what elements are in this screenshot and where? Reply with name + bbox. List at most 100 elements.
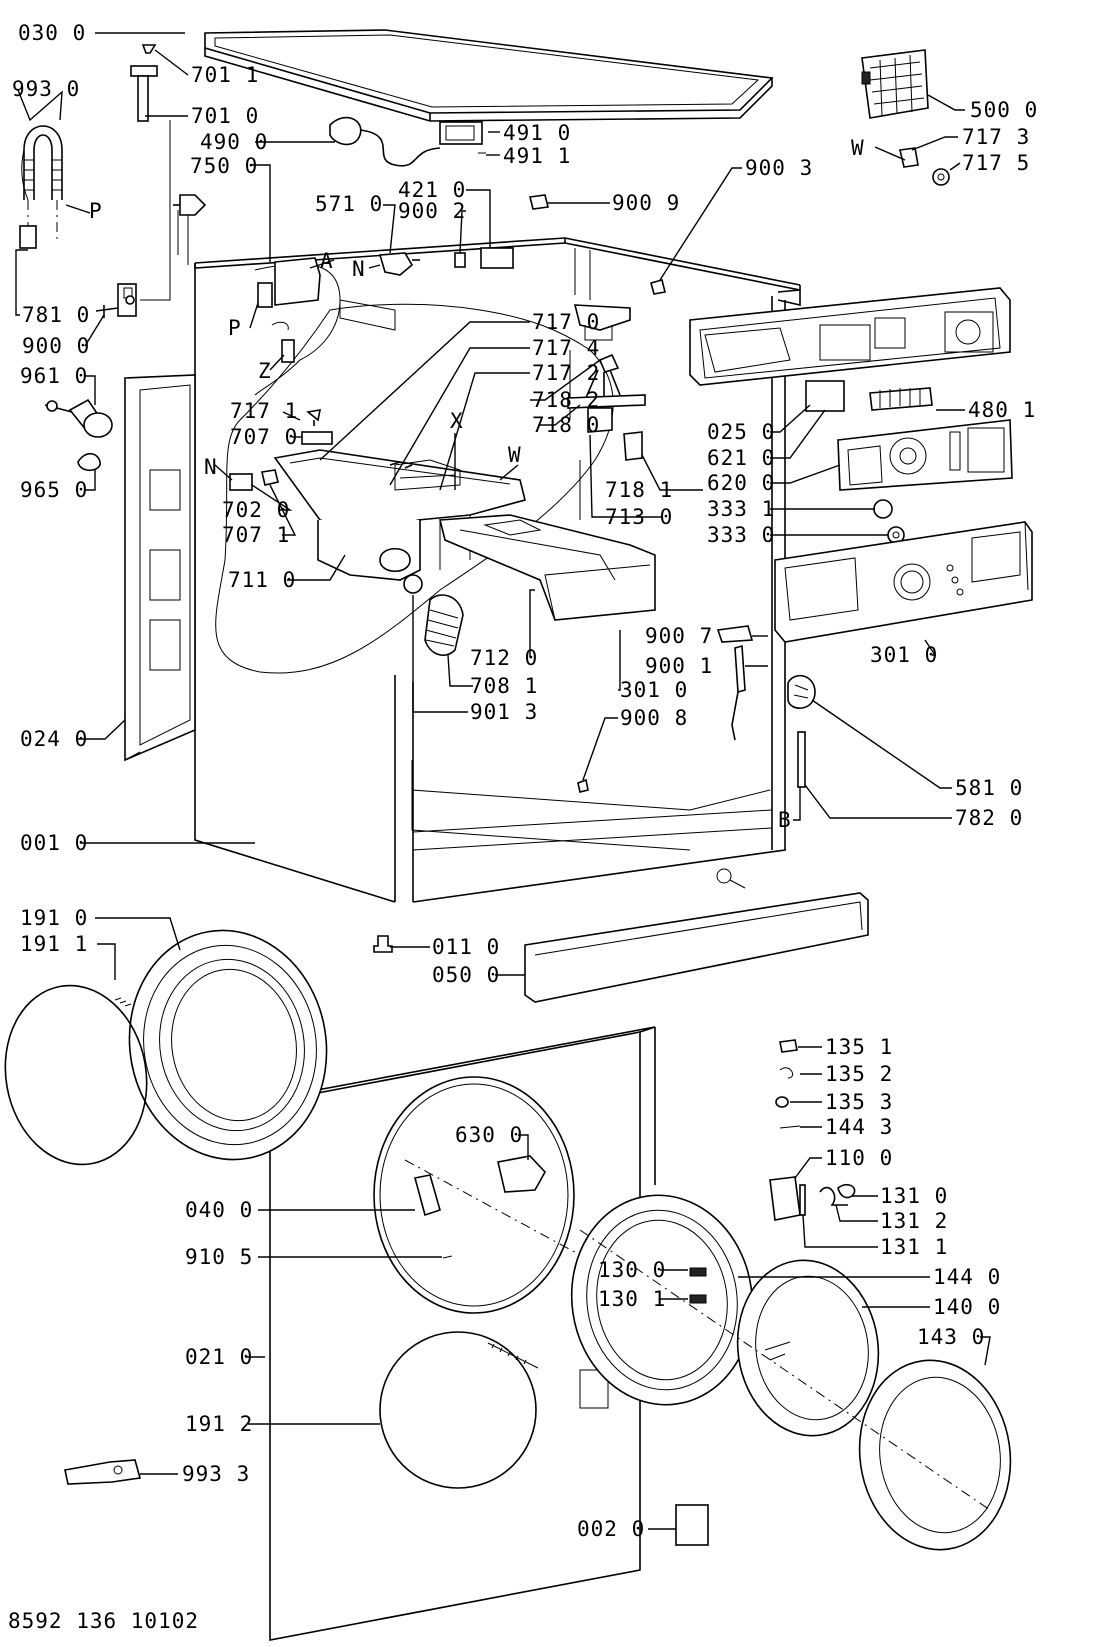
label-571-0: 571 0	[315, 192, 383, 216]
diagram-code: 8592 136 10102	[8, 1609, 199, 1633]
label-135-1: 135 1	[825, 1035, 893, 1059]
label-717-1: 717 1	[230, 399, 298, 423]
label-781-0: 781 0	[22, 303, 90, 327]
dispenser-hose	[424, 594, 464, 656]
label-901-3: 901 3	[470, 700, 538, 724]
control-fascia	[774, 521, 1033, 643]
label-620-0: 620 0	[707, 471, 775, 495]
label-131-2: 131 2	[880, 1209, 948, 1233]
label-301-0-b: 301 0	[620, 678, 688, 702]
label-421-0: 421 0	[398, 178, 466, 202]
label-491-1: 491 1	[503, 144, 571, 168]
label-717-3: 717 3	[962, 125, 1030, 149]
solenoid-valve	[378, 252, 414, 276]
label-712-0: 712 0	[470, 646, 538, 670]
label-900-2: 900 2	[398, 199, 466, 223]
label-w-1: W	[851, 136, 865, 160]
label-333-0: 333 0	[707, 523, 775, 547]
door-inner-frame	[570, 1194, 754, 1406]
label-708-1: 708 1	[470, 674, 538, 698]
control-module	[861, 49, 929, 119]
door-outer-ring	[858, 1359, 1012, 1551]
label-130-0: 130 0	[598, 1258, 666, 1282]
label-965-0: 965 0	[20, 478, 88, 502]
seal-clamp	[4, 984, 148, 1166]
control-board-small	[805, 380, 845, 412]
label-a: A	[320, 249, 334, 273]
label-750-0: 750 0	[190, 154, 258, 178]
label-993-0: 993 0	[12, 77, 80, 101]
label-630-0: 630 0	[455, 1123, 523, 1147]
label-900-3: 900 3	[745, 156, 813, 180]
label-717-4: 717 4	[532, 336, 600, 360]
label-002-0: 002 0	[577, 1517, 645, 1541]
interference-filter	[480, 247, 514, 269]
label-491-0: 491 0	[503, 121, 571, 145]
label-900-1: 900 1	[645, 654, 713, 678]
suppression-filter	[439, 121, 483, 145]
label-900-9: 900 9	[612, 191, 680, 215]
label-961-0: 961 0	[20, 364, 88, 388]
label-p-2: P	[228, 316, 242, 340]
label-050-0: 050 0	[432, 963, 500, 987]
label-910-5: 910 5	[185, 1245, 253, 1269]
control-frame	[689, 287, 1011, 386]
label-702-0: 702 0	[222, 498, 290, 522]
label-713-0: 713 0	[605, 505, 673, 529]
label-001-0: 001 0	[20, 831, 88, 855]
label-135-3: 135 3	[825, 1090, 893, 1114]
label-b: B	[778, 808, 792, 832]
label-040-0: 040 0	[185, 1198, 253, 1222]
top-panel	[204, 29, 774, 122]
label-707-0: 707 0	[230, 425, 298, 449]
label-024-0: 024 0	[20, 727, 88, 751]
door-glass	[736, 1259, 880, 1437]
label-707-1: 707 1	[222, 523, 290, 547]
label-n-2: N	[204, 455, 218, 479]
water-inlet-pipe	[130, 65, 158, 122]
label-480-1: 480 1	[968, 398, 1036, 422]
label-718-0: 718 0	[532, 413, 600, 437]
label-718-2: 718 2	[532, 388, 600, 412]
label-z: Z	[258, 359, 272, 383]
label-143-0: 143 0	[917, 1325, 985, 1349]
label-490-0: 490 0	[200, 130, 268, 154]
detergent-dispenser	[273, 449, 656, 621]
label-191-0: 191 0	[20, 906, 88, 930]
label-144-0: 144 0	[933, 1265, 1001, 1289]
label-131-1: 131 1	[880, 1235, 948, 1259]
plinth	[524, 892, 869, 1003]
drain-pump	[44, 398, 113, 438]
label-717-5: 717 5	[962, 151, 1030, 175]
inlet-valve	[95, 283, 137, 318]
power-cord	[329, 116, 441, 167]
pipe-cap	[141, 44, 157, 54]
label-030-0: 030 0	[18, 21, 86, 45]
label-900-8: 900 8	[620, 706, 688, 730]
label-191-2: 191 2	[185, 1412, 253, 1436]
label-131-0: 131 0	[880, 1184, 948, 1208]
manual	[675, 1504, 709, 1546]
rear-panel	[124, 374, 196, 762]
door-seal	[128, 929, 328, 1161]
foot-screw	[373, 935, 393, 953]
front-panel	[269, 1026, 656, 1641]
label-011-0: 011 0	[432, 935, 500, 959]
label-p-1: P	[89, 199, 103, 223]
label-110-0: 110 0	[825, 1146, 893, 1170]
label-301-0-a: 301 0	[870, 643, 938, 667]
label-621-0: 621 0	[707, 446, 775, 470]
connector	[869, 387, 933, 411]
label-701-1: 701 1	[191, 63, 259, 87]
door-latch	[497, 1155, 546, 1193]
seal-clamp-front	[379, 1331, 537, 1489]
label-x: X	[450, 409, 464, 433]
label-711-0: 711 0	[228, 568, 296, 592]
label-021-0: 021 0	[185, 1345, 253, 1369]
label-191-1: 191 1	[20, 932, 88, 956]
main-board	[837, 419, 1013, 491]
part-labels: 030 0 701 1 701 0 993 0 490 0 491 0 491 …	[8, 21, 1037, 1633]
label-130-1: 130 1	[598, 1287, 666, 1311]
door-handle	[769, 1176, 801, 1221]
